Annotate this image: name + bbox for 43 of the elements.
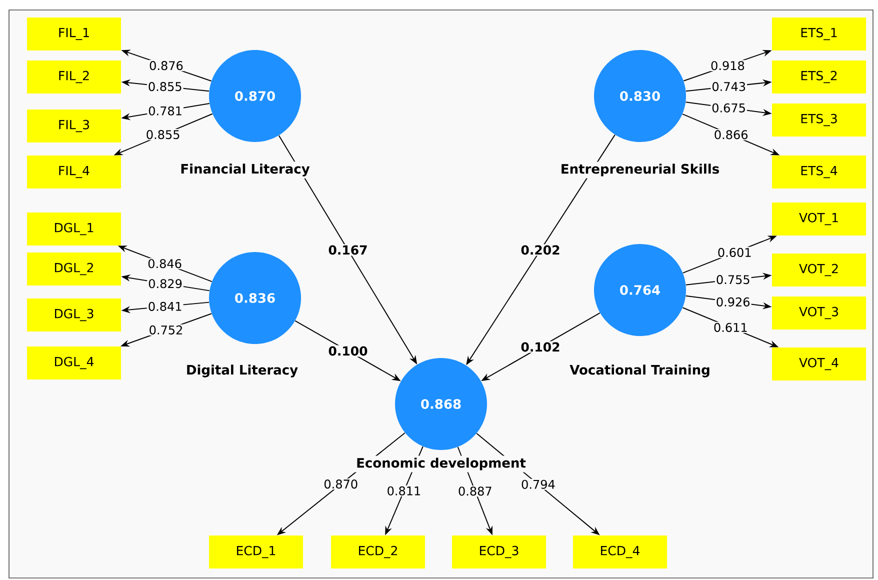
indicator-box: ETS_1 — [772, 18, 866, 50]
edge-label: 0.876 — [148, 60, 184, 72]
edge-label: 0.855 — [144, 129, 182, 140]
indicator-box: FIL_3 — [27, 110, 121, 142]
edge-label: 0.846 — [146, 258, 183, 270]
edge-label: 0.887 — [457, 486, 494, 497]
indicator-box: ETS_4 — [772, 156, 866, 188]
indicator-box: ETS_3 — [772, 104, 866, 136]
construct-name: Entrepreneurial Skills — [558, 162, 722, 178]
indicator-box: FIL_1 — [27, 18, 121, 50]
edge-label: 0.743 — [710, 81, 748, 92]
edge-label: 0.167 — [327, 244, 369, 256]
edge-label: 0.855 — [146, 81, 184, 92]
indicator-box: ECD_2 — [331, 536, 425, 568]
indicator-box: FIL_4 — [27, 156, 121, 188]
edge-label: 0.829 — [147, 278, 184, 290]
edge-label: 0.918 — [710, 60, 746, 72]
indicator-box: DGL_4 — [27, 346, 121, 380]
indicator-box: VOT_4 — [772, 348, 866, 380]
edge-label: 0.794 — [520, 478, 556, 490]
edge-label: 0.781 — [147, 105, 184, 116]
edge-label: 0.100 — [327, 345, 369, 357]
indicator-box: ECD_1 — [209, 536, 303, 568]
edge-label: 0.102 — [520, 341, 562, 353]
indicator-box: ETS_2 — [772, 60, 866, 94]
indicator-box: VOT_2 — [772, 254, 866, 286]
indicator-box: DGL_3 — [27, 298, 121, 332]
indicator-box: DGL_1 — [27, 212, 121, 246]
construct-name: Vocational Training — [568, 362, 712, 380]
construct-name: Digital Literacy — [184, 362, 300, 380]
construct-name: Financial Literacy — [178, 162, 312, 178]
indicator-box: VOT_3 — [772, 296, 866, 330]
indicator-box: ECD_3 — [452, 536, 546, 568]
edge-label: 0.755 — [714, 274, 752, 286]
edge-label: 0.866 — [712, 129, 750, 140]
construct-name: Economic development — [354, 456, 528, 472]
edge-label: 0.202 — [520, 244, 562, 256]
indicator-box: VOT_1 — [772, 202, 866, 236]
indicator-box: DGL_2 — [27, 252, 121, 286]
indicator-box: FIL_2 — [27, 60, 121, 94]
edge-label: 0.675 — [710, 102, 747, 114]
indicator-box: ECD_4 — [573, 536, 667, 568]
edge-label: 0.870 — [322, 478, 360, 490]
